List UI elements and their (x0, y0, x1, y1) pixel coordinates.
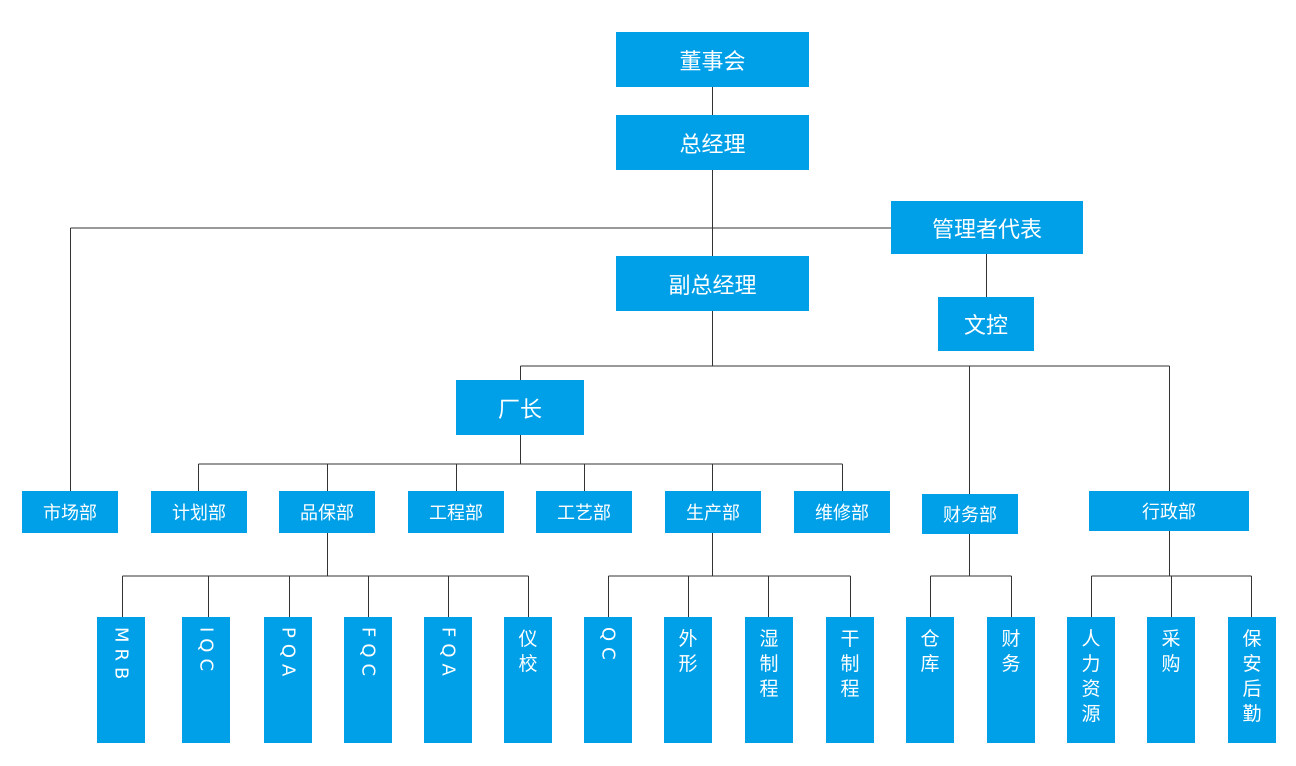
node-production-label: 生产部 (686, 503, 740, 524)
node-finance-sub[interactable]: 财务 (987, 617, 1035, 743)
node-pqa[interactable]: PQA (264, 617, 312, 743)
node-warehouse-label: 仓 库 (920, 628, 959, 676)
node-maintenance[interactable]: 维修部 (794, 491, 890, 533)
node-engineering-label: 工程部 (429, 503, 483, 524)
node-calibration-label: 仪校 (518, 628, 538, 676)
node-dry-process-label: 干制程 (840, 628, 860, 701)
node-marketing-label: 市场部 (43, 503, 97, 524)
node-general-manager-label: 总经理 (679, 132, 746, 158)
node-mrb-label: MRB (110, 627, 132, 686)
node-dry-process[interactable]: 干制程 (826, 617, 874, 743)
node-deputy-gm[interactable]: 副总经理 (616, 256, 809, 311)
node-factory-director-label: 厂长 (497, 397, 542, 423)
node-fqc[interactable]: FQC (344, 617, 392, 743)
node-iqc-label: IQC (195, 627, 217, 678)
node-production[interactable]: 生产部 (665, 491, 761, 533)
node-wet-process[interactable]: 湿制程 (745, 617, 793, 743)
node-purchasing-label: 采购 (1161, 628, 1181, 676)
node-appearance[interactable]: 外形 (664, 617, 712, 743)
node-quality-label: 品保部 (300, 503, 354, 524)
node-mrb[interactable]: MRB (97, 617, 145, 743)
node-pqa-label: PQA (277, 627, 299, 683)
node-qc-label: QC (597, 627, 619, 666)
node-warehouse[interactable]: 仓 库 (906, 617, 959, 743)
node-finance[interactable]: 财务部 (922, 494, 1018, 534)
node-doc-control-label: 文控 (963, 314, 1008, 339)
node-security-logistics[interactable]: 保安后勤 (1228, 617, 1276, 743)
node-doc-control[interactable]: 文控 (938, 297, 1034, 351)
node-planning-label: 计划部 (172, 503, 226, 524)
node-qc[interactable]: QC (584, 617, 632, 743)
node-appearance-label: 外形 (678, 628, 698, 676)
node-admin[interactable]: 行政部 (1089, 491, 1249, 531)
node-fqa[interactable]: FQA (424, 617, 472, 743)
node-management-rep[interactable]: 管理者代表 (891, 201, 1083, 254)
node-purchasing[interactable]: 采购 (1147, 617, 1195, 743)
node-hr-label: 人力资源 (1081, 628, 1101, 726)
node-factory-director[interactable]: 厂长 (456, 380, 584, 435)
node-maintenance-label: 维修部 (815, 503, 869, 524)
node-deputy-gm-label: 副总经理 (668, 273, 757, 299)
node-quality[interactable]: 品保部 (279, 491, 375, 533)
node-security-logistics-label: 保安后勤 (1242, 628, 1262, 726)
node-finance-label: 财务部 (943, 505, 997, 526)
node-wet-process-label: 湿制程 (759, 628, 779, 701)
node-hr[interactable]: 人力资源 (1067, 617, 1115, 743)
node-general-manager[interactable]: 总经理 (616, 115, 809, 170)
node-fqc-label: FQC (357, 627, 379, 683)
node-iqc[interactable]: IQC (182, 617, 230, 743)
node-board[interactable]: 董事会 (616, 32, 809, 87)
node-process[interactable]: 工艺部 (536, 491, 632, 533)
node-engineering[interactable]: 工程部 (408, 491, 504, 533)
node-calibration[interactable]: 仪校 (504, 617, 552, 743)
node-finance-sub-label: 财务 (1001, 628, 1021, 676)
node-planning[interactable]: 计划部 (151, 491, 247, 533)
node-process-label: 工艺部 (557, 503, 611, 524)
node-board-label: 董事会 (679, 49, 746, 75)
node-marketing[interactable]: 市场部 (22, 491, 118, 533)
node-management-rep-label: 管理者代表 (931, 217, 1042, 243)
node-admin-label: 行政部 (1142, 502, 1196, 523)
node-fqa-label: FQA (437, 627, 459, 682)
